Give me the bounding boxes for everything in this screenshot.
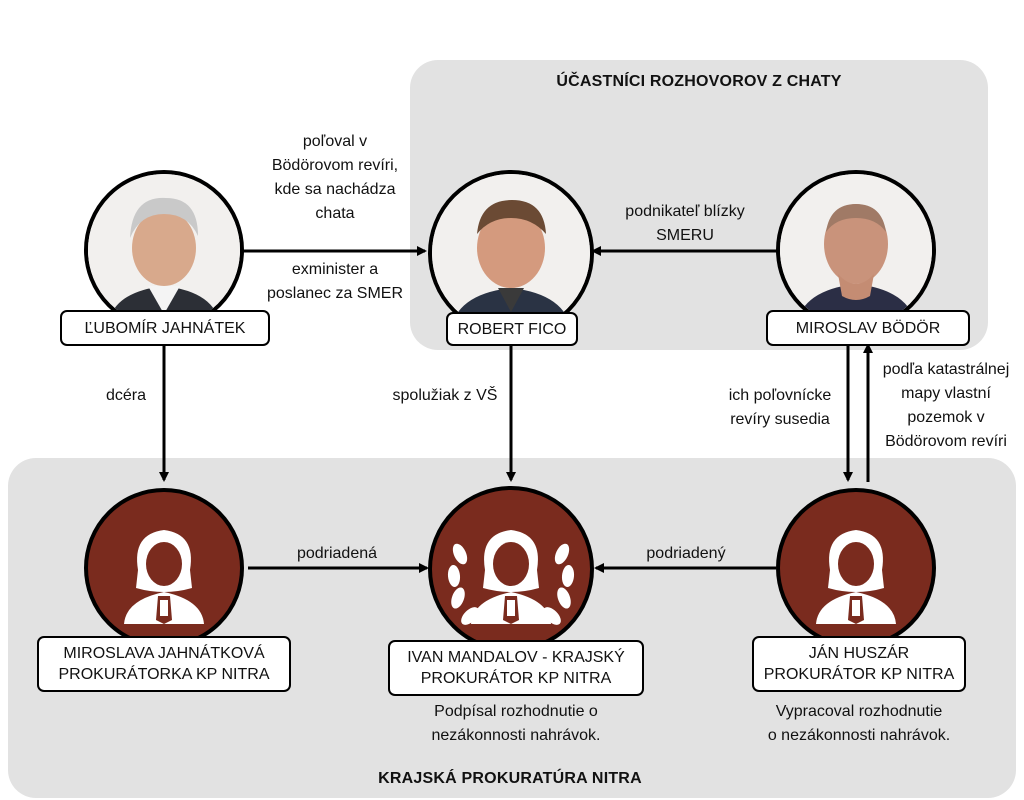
chat-panel-title: ÚČASTNÍCI ROZHOVOROV Z CHATY — [556, 73, 842, 90]
jahnatkova-node — [84, 488, 244, 648]
person-portrait-icon — [432, 174, 590, 332]
jahnatkova-name: MIROSLAVA JAHNÁTKOVÁ — [63, 645, 265, 662]
person-portrait-icon — [780, 174, 932, 326]
jahnatkova-role: PROKURÁTORKA KP NITRA — [58, 666, 270, 683]
relation-cadastre: podľa katastrálnej mapy vlastní pozemok … — [882, 361, 1010, 450]
judge-wig-icon — [471, 530, 551, 624]
office-panel-title: KRAJSKÁ PROKURATÚRA NITRA — [378, 770, 642, 787]
jahnatek-portrait — [84, 170, 244, 330]
jahnatek-name: ĽUBOMÍR JAHNÁTEK — [84, 319, 246, 337]
relation-daughter: dcéra — [105, 387, 147, 404]
relation-neighbors: ich poľovnícke revíry susedia — [728, 387, 832, 428]
relation-hunted: poľoval v Bödörovom revíri, kde sa nachá… — [271, 133, 399, 222]
huszar-role: PROKURÁTOR KP NITRA — [763, 666, 955, 683]
jahnatkova-label: MIROSLAVA JAHNÁTKOVÁ PROKURÁTORKA KP NIT… — [37, 636, 291, 692]
relation-classmate: spolužiak z VŠ — [392, 387, 498, 404]
judge-wig-icon — [124, 530, 204, 624]
huszar-name: JÁN HUSZÁR — [808, 645, 910, 662]
huszar-note: Vypracoval rozhodnutie o nezákonnosti na… — [767, 703, 951, 744]
bodor-portrait — [776, 170, 936, 330]
relation-subordinate-m: podriadený — [646, 545, 726, 562]
mandalov-label: IVAN MANDALOV - KRAJSKÝ PROKURÁTOR KP NI… — [388, 640, 644, 696]
mandalov-role: PROKURÁTOR KP NITRA — [420, 670, 612, 687]
huszar-node — [776, 488, 936, 648]
mandalov-node — [428, 486, 594, 652]
fico-name: ROBERT FICO — [457, 320, 567, 338]
person-portrait-icon — [88, 174, 240, 326]
huszar-label: JÁN HUSZÁR PROKURÁTOR KP NITRA — [752, 636, 966, 692]
laurel-wreath-icon — [447, 543, 575, 625]
bodor-label: MIROSLAV BÖDÖR — [766, 310, 970, 346]
mandalov-name: IVAN MANDALOV - KRAJSKÝ — [407, 649, 625, 666]
relation-subordinate-f: podriadená — [296, 545, 378, 562]
relation-exminister: exminister a poslanec za SMER — [266, 261, 404, 302]
bodor-name: MIROSLAV BÖDÖR — [795, 319, 941, 337]
judge-wig-icon — [816, 530, 896, 624]
relation-businessman: podnikateľ blízky SMERU — [625, 203, 745, 244]
fico-label: ROBERT FICO — [446, 312, 578, 346]
mandalov-note: Podpísal rozhodnutie o nezákonnosti nahr… — [431, 703, 601, 744]
jahnatek-label: ĽUBOMÍR JAHNÁTEK — [60, 310, 270, 346]
